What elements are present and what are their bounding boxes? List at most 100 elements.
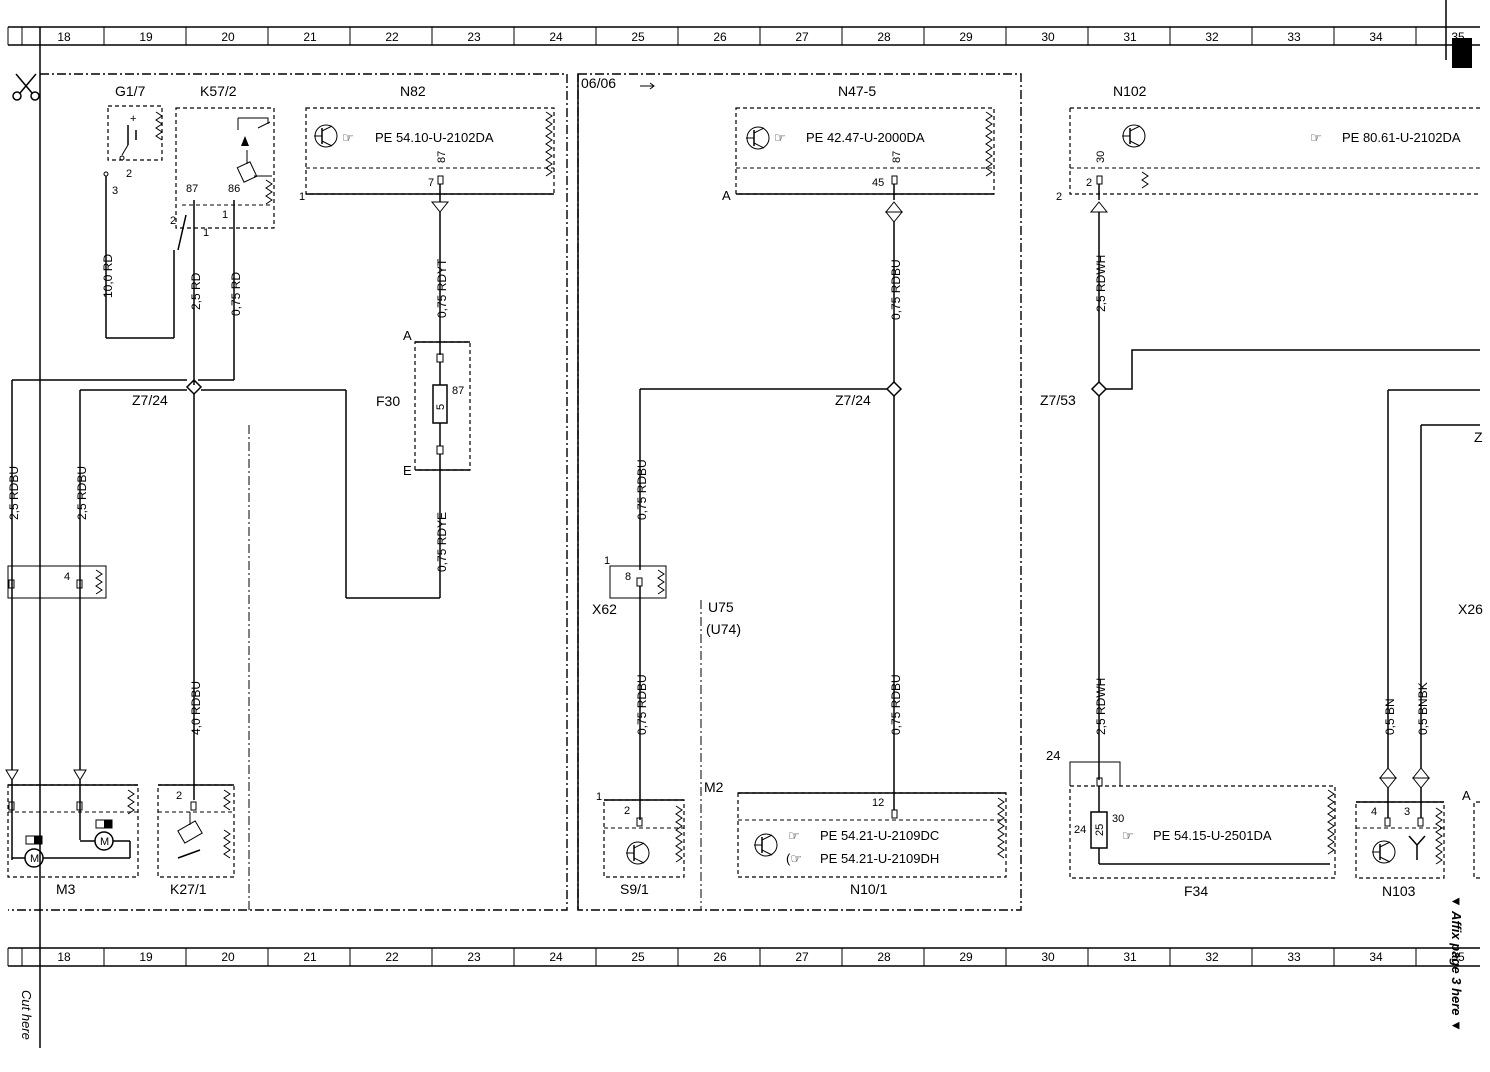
f30-pin-87: 87 (452, 385, 464, 397)
grid-col-18: 18 (57, 30, 71, 44)
splice-icon (885, 380, 903, 398)
grid-col-20: 20 (221, 30, 235, 44)
m2-label: M2 (704, 779, 724, 795)
grid-col-23-bottom: 23 (467, 950, 481, 964)
n47-5-module: N47-5 ☞ PE 42.47-U-2000DA A 87 45 0,75 R… (722, 83, 995, 382)
s9-1-module: 1 2 S9/1 (596, 791, 685, 897)
scissors-icon (12, 73, 40, 101)
n103-bnbk-wire-label: 0,5 BNBK (1416, 682, 1430, 735)
x62-connector: 1 8 X62 0,75 RDBU (592, 555, 667, 820)
grid-col-25: 25 (631, 30, 645, 44)
n82-wire-label: 0,75 RDYT (435, 258, 449, 318)
n47-5-reference: PE 42.47-U-2000DA (806, 130, 925, 145)
n103-pin-a: A (1462, 788, 1471, 803)
m3-module: M M M3 (7, 784, 139, 897)
g1-7-wire-label: 10,0 RD (101, 254, 115, 298)
z7-24-left-splice: Z7/24 (12, 378, 440, 599)
grid-col-31: 31 (1123, 30, 1137, 44)
grid-col-28: 28 (877, 30, 891, 44)
n82-reference: PE 54.10-U-2102DA (375, 130, 494, 145)
grid-col-33: 33 (1287, 30, 1301, 44)
z7-53-splice: Z7/53 2,5 RDWH (1040, 349, 1480, 780)
k27-1-box (157, 784, 235, 878)
u74-label: (U74) (706, 621, 741, 637)
f34-module: 24 25 30 24 ☞ PE 54.15-U-2501DA F34 (1046, 748, 1336, 899)
g1-7-pin-3: 3 (112, 185, 118, 197)
n82-pin-1: 1 (299, 191, 305, 203)
k27-1-label: K27/1 (170, 881, 207, 897)
connector-arrow-icon (884, 201, 904, 213)
connector-arrow-icon (1378, 767, 1398, 779)
grid-col-27: 27 (795, 30, 809, 44)
x26-label: X26 (1458, 601, 1483, 617)
n103-pin-4: 4 (1371, 806, 1377, 818)
transistor-icon (1122, 124, 1146, 148)
f34-pin-24b: 24 (1074, 824, 1086, 836)
m3-connector-pin-4: 4 (64, 571, 70, 583)
z7-24-left-label: Z7/24 (132, 392, 168, 408)
n103-module: Z X26 0,5 BN 0,5 BNBK 4 3 N103 A (1355, 389, 1483, 899)
u75-module: U75 (U74) M2 (700, 599, 741, 910)
grid-col-32: 32 (1205, 30, 1219, 44)
grid-col-29: 29 (959, 30, 973, 44)
n102-box (1069, 107, 1480, 195)
cut-here-label: Cut here (19, 990, 34, 1040)
left-connector-block (7, 565, 107, 599)
grid-col-23: 23 (467, 30, 481, 44)
s9-1-label: S9/1 (620, 881, 649, 897)
k27-1-pin-2: 2 (176, 790, 182, 802)
grid-col-35-bottom: 35 (1451, 950, 1465, 964)
grid-col-34-bottom: 34 (1369, 950, 1383, 964)
n82-pin-7: 7 (428, 177, 434, 189)
transistor-icon (754, 833, 778, 857)
arrow-right-icon (640, 82, 655, 90)
n10-1-wire-label: 0,75 RDBU (889, 674, 903, 735)
n47-5-pin-a: A (722, 188, 731, 203)
n102-pin-2: 2 (1086, 177, 1092, 189)
f34-wire-label: 2,5 RDWH (1094, 678, 1108, 735)
transistor-icon (1372, 840, 1396, 864)
ground-arrow-icon (5, 769, 19, 781)
transistor-icon (314, 124, 338, 148)
k57-2-coil-arrow-icon (241, 136, 249, 146)
m3-label: M3 (56, 881, 76, 897)
n102-pin-30: 30 (1095, 151, 1107, 163)
n10-1-pin-12: 12 (872, 797, 884, 809)
svg-text:M: M (100, 836, 109, 848)
reference-hand-icon: ☞ (1122, 828, 1134, 843)
connector-arrow-icon (430, 201, 450, 213)
k57-2-pin-1b: 1 (203, 227, 209, 239)
z7-24-mid-splice: Z7/24 0,75 RDBU 0,75 RDBU (635, 380, 903, 810)
svg-text:+: + (130, 113, 136, 125)
grid-col-31-bottom: 31 (1123, 950, 1137, 964)
f30-pin-a: A (403, 328, 412, 343)
grid-col-32-bottom: 32 (1205, 950, 1219, 964)
grid-col-19-bottom: 19 (139, 950, 153, 964)
left-rdbu-wires: 2,5 RDBU 2,5 RDBU 4 (5, 380, 107, 860)
f34-pin-30: 30 (1112, 813, 1124, 825)
reference-hand-icon: (☞ (786, 851, 802, 866)
reference-hand-icon: ☞ (774, 130, 786, 145)
grid-col-21-bottom: 21 (303, 950, 317, 964)
n82-pin-87: 87 (436, 151, 448, 163)
n103-bn-wire-label: 0,5 BN (1383, 698, 1397, 735)
f34-label: F34 (1184, 883, 1208, 899)
n10-1-reference-a: PE 54.21-U-2109DC (820, 828, 939, 843)
grid-col-22-bottom: 22 (385, 950, 399, 964)
grid-col-27-bottom: 27 (795, 950, 809, 964)
n103-box (1355, 801, 1445, 879)
transistor-icon (626, 841, 650, 865)
frame-middle-module (577, 73, 1022, 911)
splice-icon (1090, 380, 1108, 398)
k57-2-pin-2: 2 (170, 215, 176, 227)
g1-7-pin-2: 2 (126, 168, 132, 180)
reference-hand-icon: ☞ (342, 130, 354, 145)
grid-strip-bottom: 18 19 20 21 22 23 24 25 26 27 28 29 30 3… (7, 947, 1480, 967)
page-corner-marker (1452, 38, 1472, 68)
n103-pin-3: 3 (1404, 806, 1410, 818)
grid-col-30-bottom: 30 (1041, 950, 1055, 964)
s9-1-pin-2: 2 (624, 805, 630, 817)
ground-arrow-icon (73, 769, 87, 781)
k27-1-coil-icon (177, 820, 203, 844)
